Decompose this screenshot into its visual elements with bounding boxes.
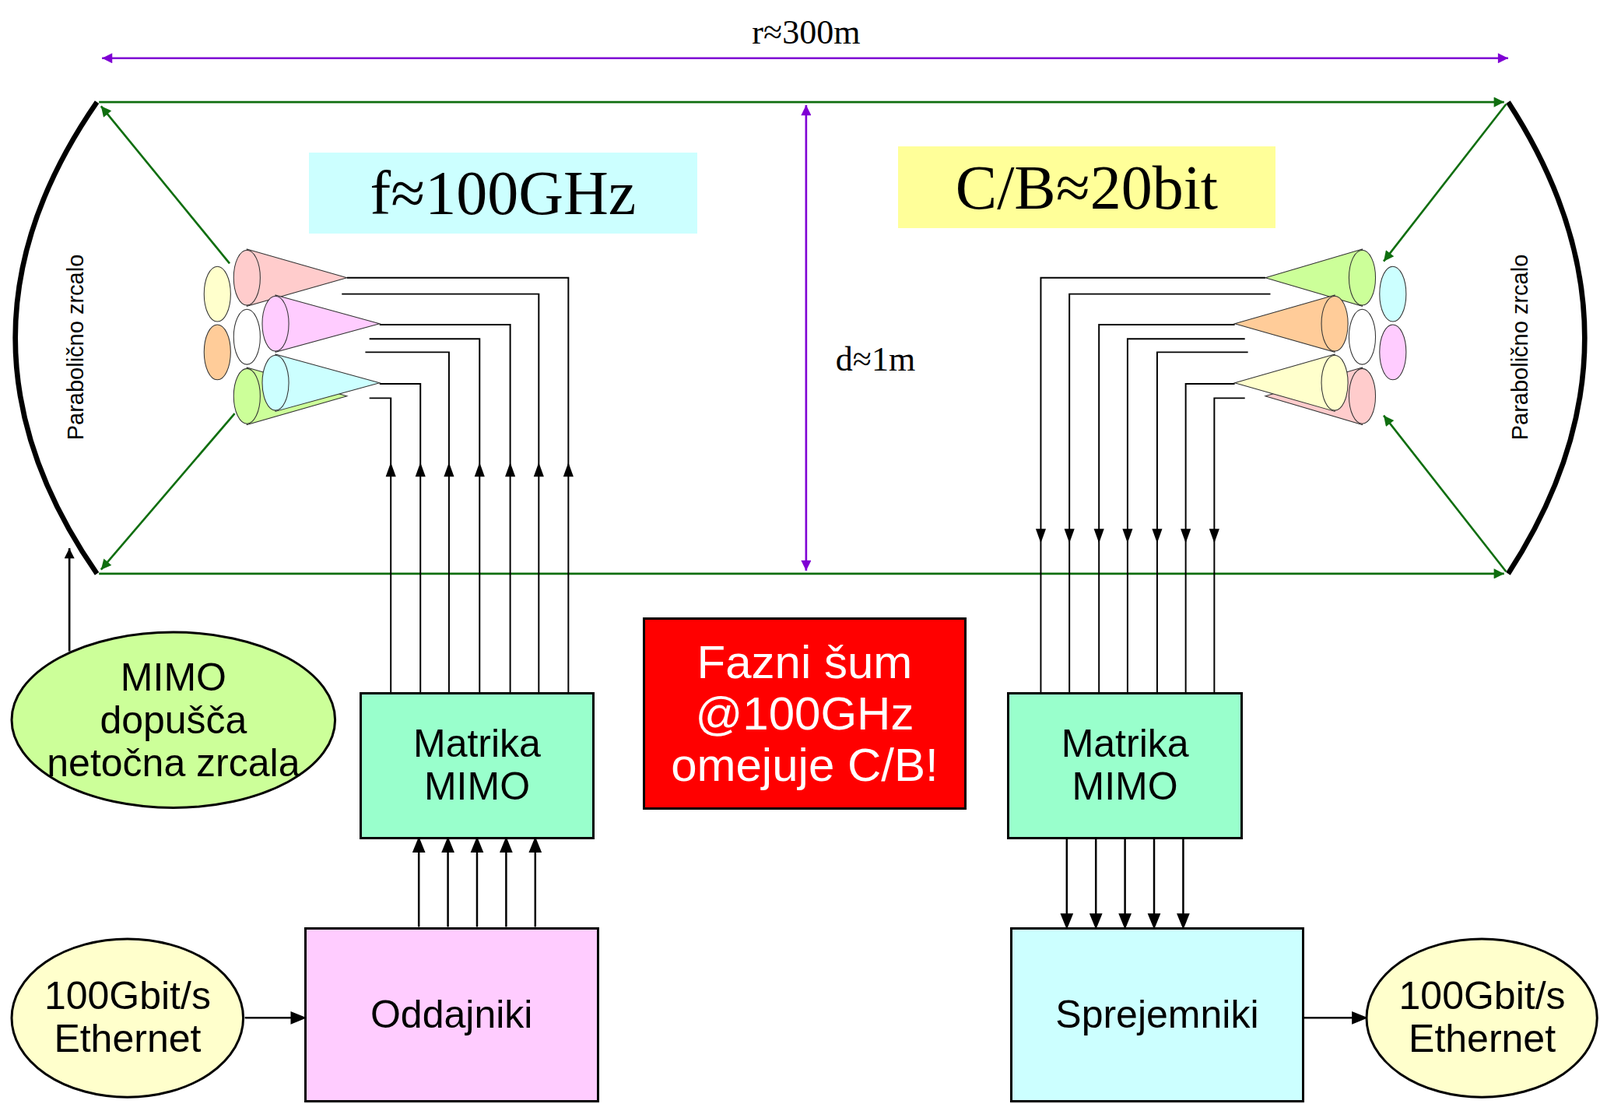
wire-arrowhead — [1122, 528, 1133, 543]
beam-ray — [101, 413, 236, 570]
feed-wire — [379, 324, 511, 692]
beam-ray — [1383, 415, 1506, 572]
feed-wire — [1069, 294, 1271, 692]
wire-arrowhead — [1094, 528, 1105, 543]
node-text: Matrika MIMO — [377, 722, 578, 808]
dimension-line — [805, 105, 808, 571]
feed-horn — [1379, 266, 1407, 322]
feed-wire — [364, 351, 450, 692]
node-text: f≈100GHz — [370, 158, 637, 228]
ethernet-ellipse: 100Gbit/s Ethernet — [10, 936, 246, 1099]
note-ellipse: MIMO dopušča netočna zrcala — [10, 630, 337, 809]
dimension-label: r≈300m — [751, 14, 860, 52]
wire-arrowhead — [415, 462, 426, 477]
signal-arrow — [414, 838, 541, 927]
wire-arrowhead — [563, 462, 574, 477]
node-text: Matrika MIMO — [1024, 722, 1225, 808]
callout-arrow — [68, 547, 71, 651]
dimension-line — [101, 56, 1509, 60]
mirror-label: Parabolično zrcalo — [63, 254, 89, 441]
node-text: Sprejemniki — [1055, 992, 1259, 1036]
warning-box: Fazni šum @100GHz omejuje C/B! — [642, 617, 967, 810]
feed-wire — [369, 338, 481, 692]
mimo-matrix-box: Matrika MIMO — [359, 691, 596, 839]
mirror-label: Parabolično zrcalo — [1508, 254, 1534, 441]
beam-ray — [101, 105, 230, 264]
feed-horn — [233, 308, 260, 365]
parameter-box: f≈100GHz — [308, 152, 697, 234]
wire-arrowhead — [505, 462, 516, 477]
feed-horn — [1235, 354, 1349, 411]
signal-arrow — [1061, 838, 1189, 927]
feed-horn — [203, 324, 231, 380]
feed-wire — [1214, 397, 1245, 692]
feed-horn — [203, 266, 231, 322]
node-text: 100Gbit/s Ethernet — [1394, 974, 1569, 1060]
parabolic-mirror — [15, 101, 98, 574]
ethernet-ellipse: 100Gbit/s Ethernet — [1364, 936, 1599, 1099]
dimension-label: d≈1m — [835, 340, 916, 378]
wire-arrowhead — [443, 462, 454, 477]
feed-wire — [1185, 383, 1236, 692]
wire-arrowhead — [474, 462, 485, 477]
node-text: 100Gbit/s Ethernet — [39, 974, 215, 1060]
feed-horn — [1379, 324, 1407, 380]
feed-wire — [1157, 351, 1249, 692]
node-text: Fazni šum @100GHz omejuje C/B! — [665, 636, 944, 791]
node-text: C/B≈20bit — [955, 153, 1218, 222]
wire-arrowhead — [1151, 528, 1162, 543]
node-text: MIMO dopušča netočna zrcala — [42, 656, 305, 785]
feed-wire — [1127, 338, 1246, 692]
parabolic-mirror — [1508, 101, 1585, 574]
feed-wire — [347, 277, 569, 692]
wire-arrowhead — [1209, 528, 1220, 543]
wire-arrowhead — [1035, 528, 1046, 543]
signal-arrow — [245, 1012, 305, 1023]
feed-horn — [233, 249, 348, 306]
wire-arrowhead — [533, 462, 544, 477]
node-text: Oddajniki — [370, 992, 533, 1036]
mimo-matrix-box: Matrika MIMO — [1007, 691, 1243, 839]
wire-arrowhead — [1064, 528, 1075, 543]
feed-wire — [379, 383, 421, 692]
signal-arrow — [1304, 1012, 1366, 1023]
feed-wire — [1040, 277, 1265, 692]
feed-horn — [262, 294, 380, 352]
feed-wire — [341, 294, 539, 692]
parameter-box: C/B≈20bit — [898, 146, 1276, 228]
feed-horn — [1348, 308, 1376, 365]
wire-arrowhead — [1180, 528, 1191, 543]
feed-wire — [369, 397, 392, 692]
wire-arrowhead — [385, 462, 397, 477]
feed-horn — [262, 354, 380, 411]
receiver-box: Sprejemniki — [1010, 926, 1305, 1103]
feed-horn — [1235, 294, 1349, 352]
beam-ray — [1383, 104, 1506, 262]
feed-horn — [1265, 249, 1376, 306]
transmitter-box: Oddajniki — [304, 926, 600, 1103]
beam-ray — [98, 572, 1505, 576]
beam-ray — [98, 101, 1505, 104]
